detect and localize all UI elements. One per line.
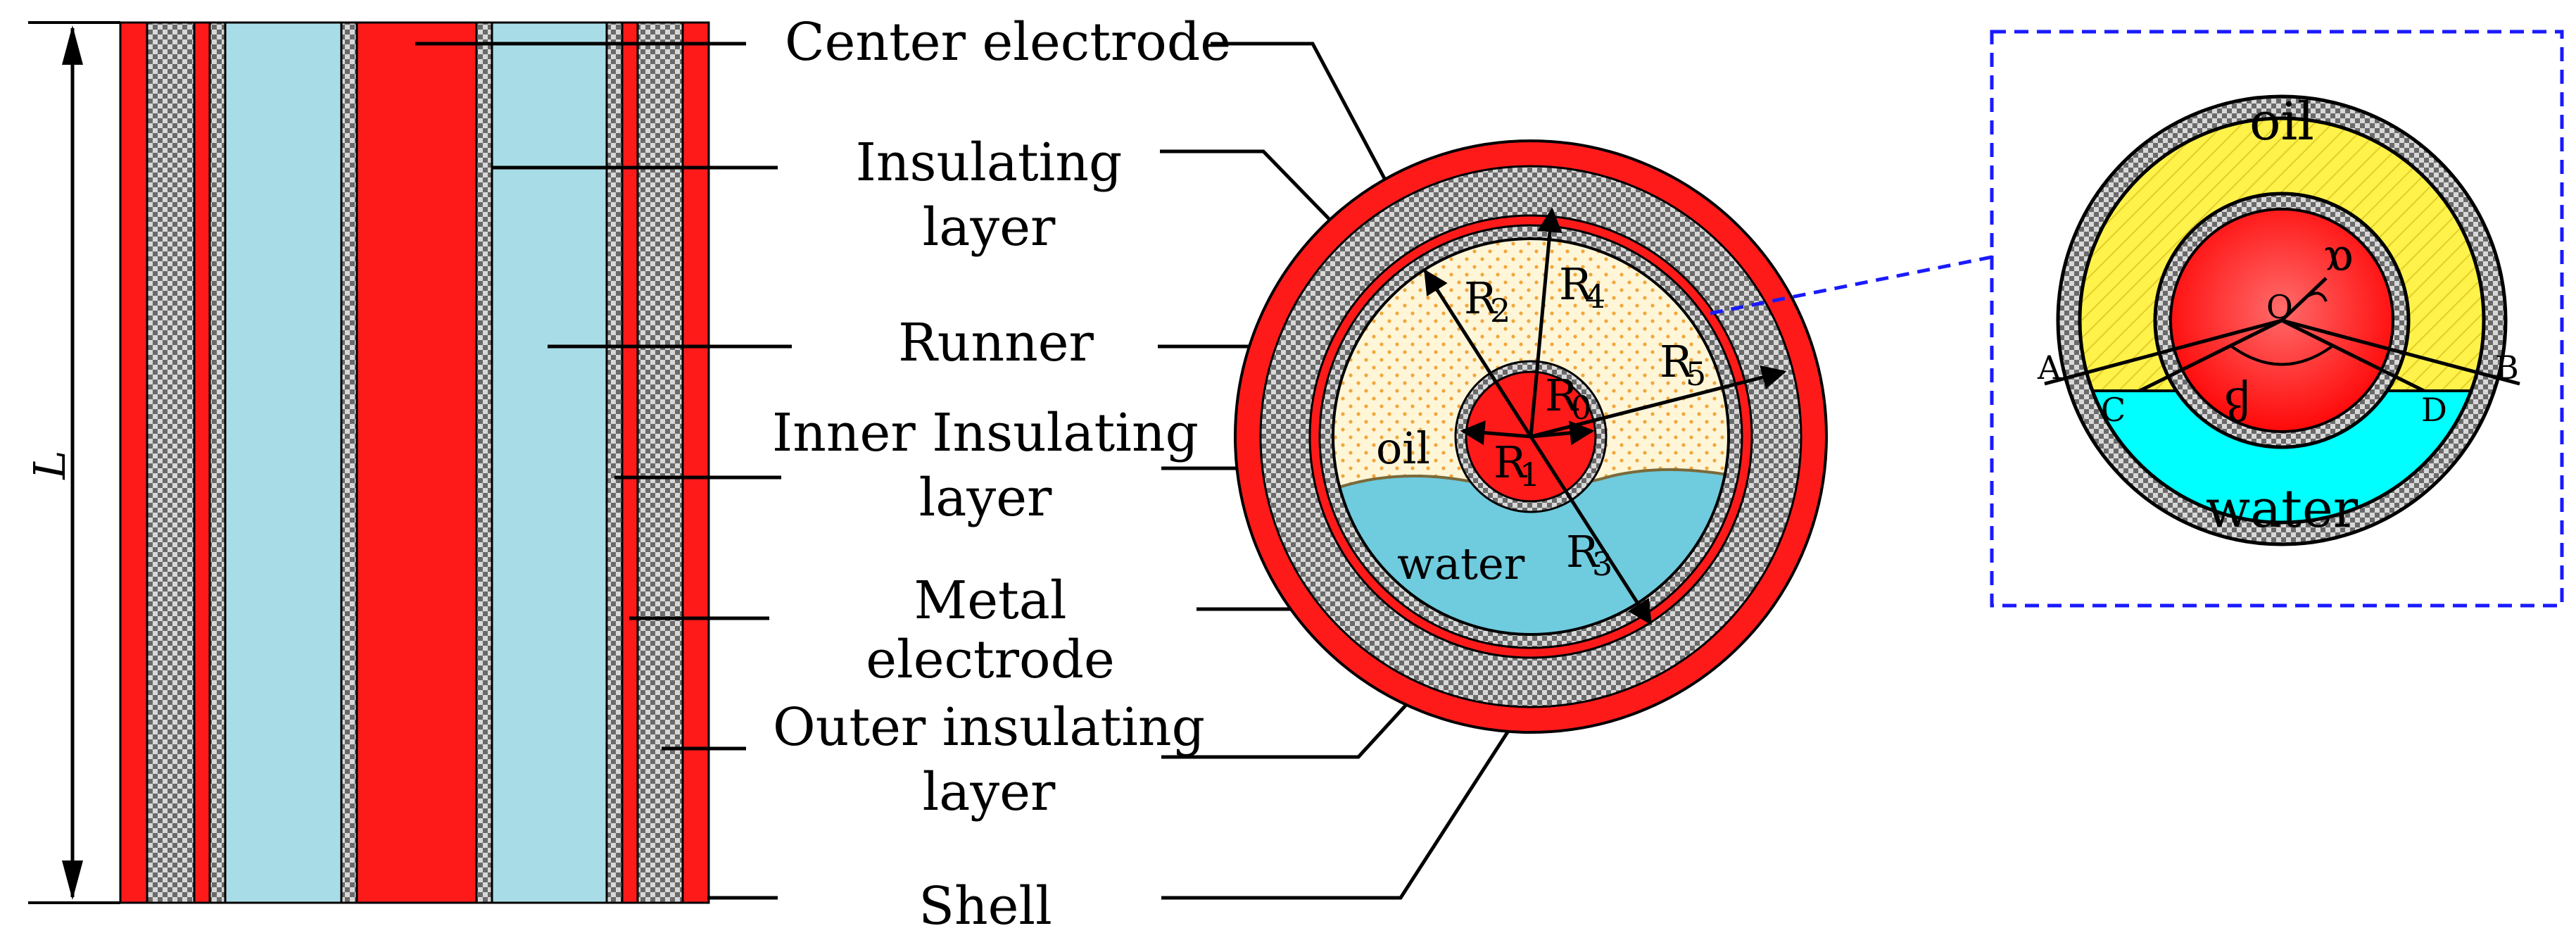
length-label: L (24, 450, 75, 480)
point-o-label: O (2266, 288, 2293, 326)
component-labels: Center electrode Insulating layer Runner… (772, 12, 1231, 937)
r0-subscript: 0 (1571, 389, 1591, 427)
r1-subscript: 1 (1520, 456, 1540, 494)
svg-text:R: R (1494, 437, 1528, 488)
point-d-label: D (2421, 391, 2447, 429)
label-runner: Runner (898, 313, 1094, 373)
shell-strip-left (119, 21, 149, 904)
metal-electrode-strip-left (193, 21, 211, 904)
label-shell: Shell (918, 876, 1052, 937)
angle-arc-lower (2228, 344, 2335, 366)
detail-frame (1990, 30, 2564, 608)
cross-section: R0 R1 R2 R3 R4 R5 oil water (1234, 139, 1828, 734)
r1-arrow (1460, 420, 1532, 446)
label-inner-insulating-line2: layer (919, 468, 1052, 528)
r2-label: R2 (1464, 273, 1510, 330)
insulating-strip-right (475, 21, 493, 904)
point-b-label: B (2495, 349, 2519, 387)
r3-subscript: 3 (1592, 545, 1612, 583)
r3-label: R3 (1566, 526, 1612, 583)
label-insulating-layer-line1: Insulating (856, 132, 1123, 193)
svg-text:R: R (1545, 370, 1579, 421)
r4-label: R4 (1559, 258, 1605, 315)
svg-text:R: R (1566, 526, 1600, 577)
label-insulating-layer-line2: layer (923, 197, 1056, 258)
point-c-label: C (2101, 391, 2126, 429)
r2-subscript: 2 (1490, 292, 1510, 330)
cross-water-label: water (1397, 538, 1525, 589)
r4-arrow (1529, 207, 1562, 437)
detail-water-label: water (2206, 479, 2359, 539)
r2-arrow (1423, 269, 1533, 438)
angle-arc-upper (2308, 292, 2328, 302)
center-electrode-strip (355, 21, 478, 904)
outer-insulating-strip-right (636, 21, 684, 904)
label-inner-insulating-line1: Inner Insulating (772, 403, 1199, 463)
point-a-label: A (2037, 349, 2062, 387)
r5-arrow (1530, 365, 1787, 439)
runner-strip-left (224, 21, 343, 904)
r3-arrow (1529, 435, 1653, 625)
insulating-strip-left (340, 21, 358, 904)
metal-electrode-strip-right (621, 21, 639, 904)
r5-subscript: 5 (1686, 355, 1706, 393)
label-center-electrode: Center electrode (785, 12, 1231, 73)
label-metal-electrode-line1: Metal (914, 570, 1066, 631)
svg-text:R: R (1464, 273, 1498, 324)
longitudinal-section: L (24, 21, 710, 904)
outer-insulating-strip-left (146, 21, 196, 904)
r1-label: R1 (1494, 437, 1540, 494)
inner-insulating-strip-left (208, 21, 227, 904)
runner-strip-right (491, 21, 608, 904)
inner-insulating-strip-right (605, 21, 624, 904)
angle-1-label: α (2324, 237, 2354, 288)
r5-label: R5 (1660, 336, 1706, 393)
svg-text:R: R (1559, 258, 1593, 310)
detail-view: oil water A B C D O α β (2037, 92, 2520, 546)
cross-oil-label: oil (1376, 423, 1430, 474)
detail-oil-label: oil (2249, 92, 2314, 152)
r4-subscript: 4 (1585, 277, 1605, 315)
length-dimension-arrow (62, 25, 83, 900)
label-metal-electrode-line2: electrode (866, 630, 1115, 690)
shell-strip-right (681, 21, 710, 904)
angle-2-label: β (2224, 378, 2249, 430)
r0-label: R0 (1545, 370, 1591, 427)
label-outer-insulating-line2: layer (923, 762, 1056, 822)
detail-connector (1710, 255, 1993, 315)
label-outer-insulating-line1: Outer insulating (773, 697, 1205, 758)
svg-text:R: R (1660, 336, 1694, 387)
